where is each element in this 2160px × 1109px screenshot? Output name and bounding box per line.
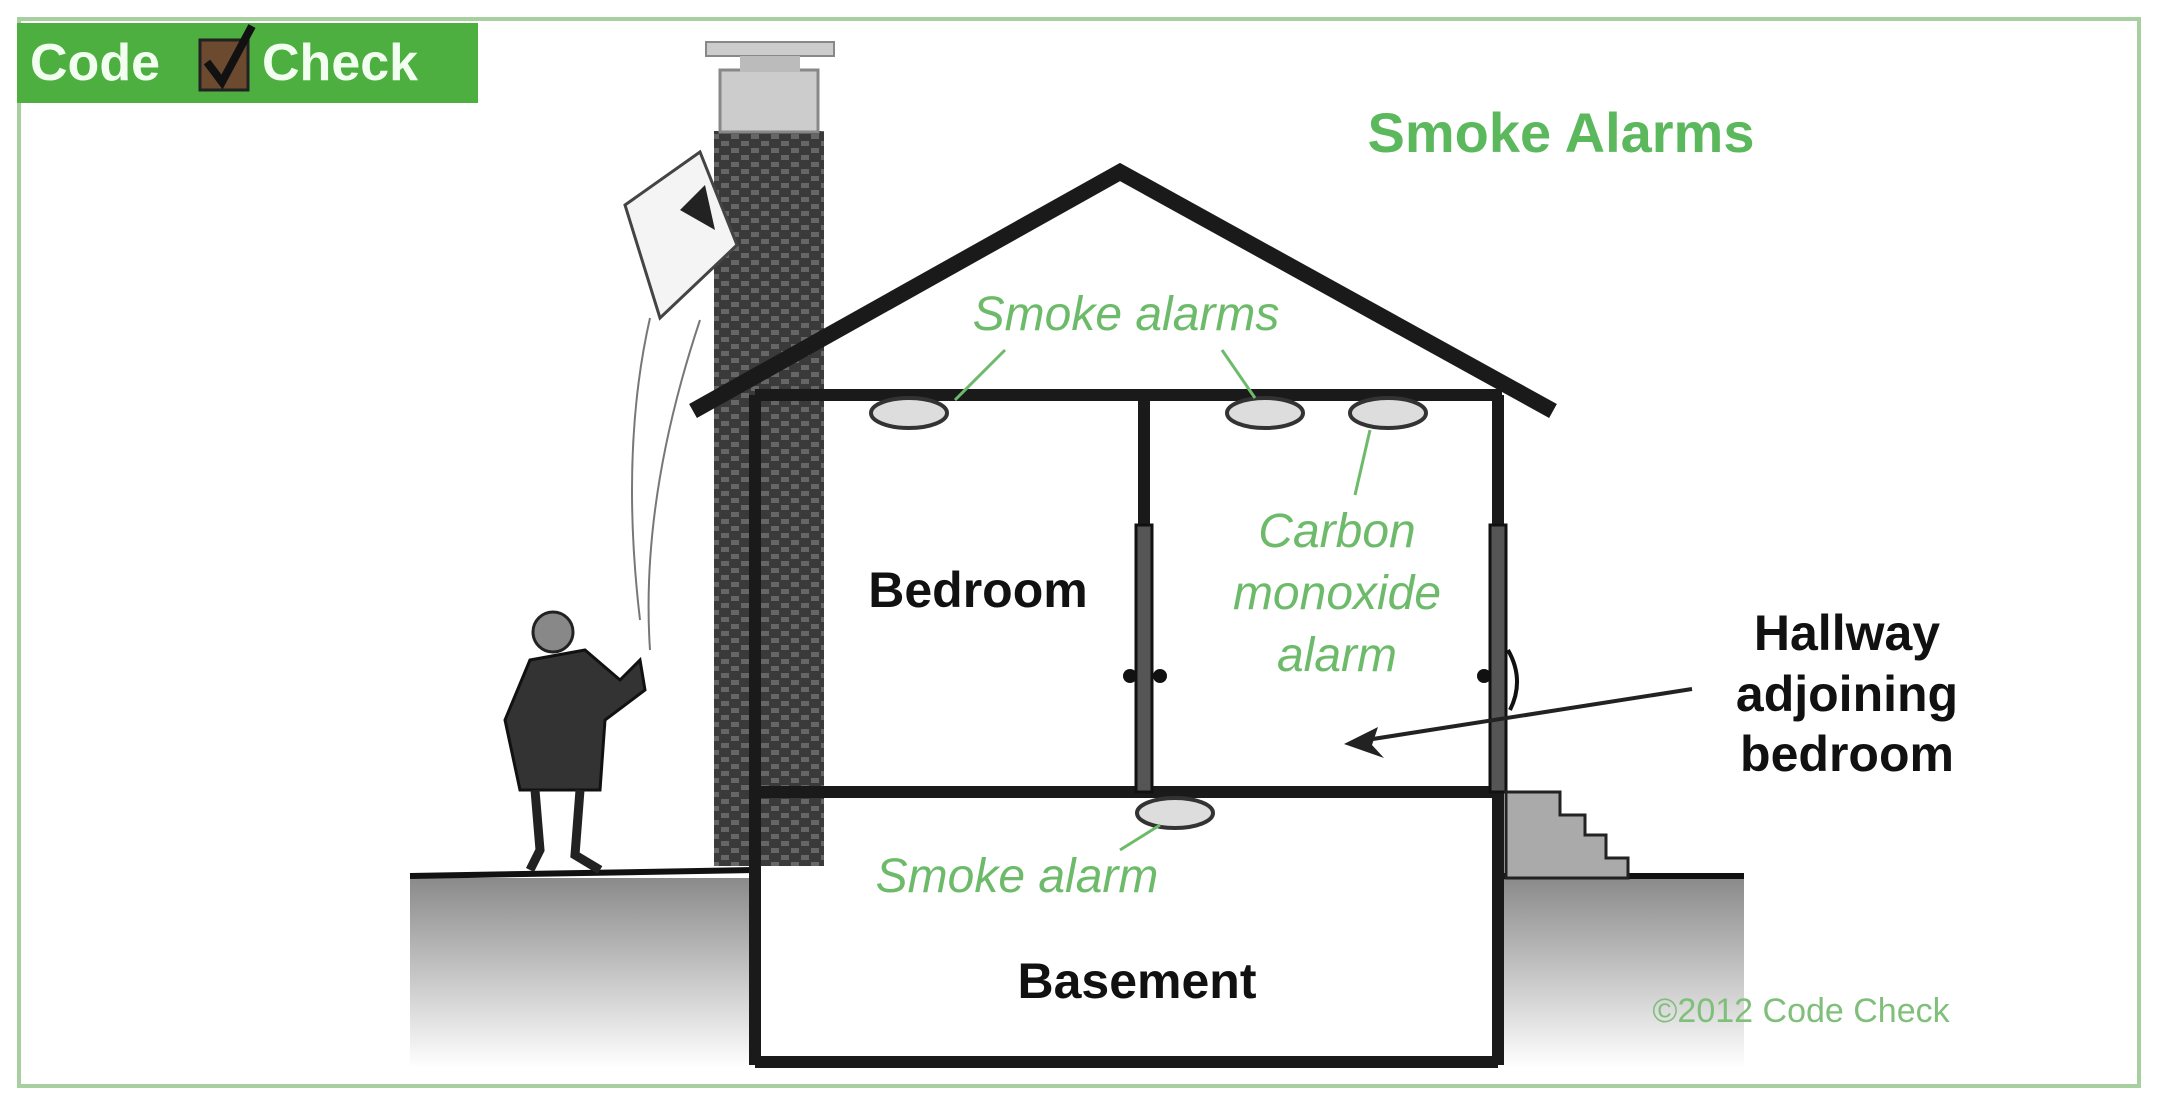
code-check-logo: Code Check [17, 23, 478, 103]
diagram-title: Smoke Alarms [1368, 101, 1755, 164]
smoke-alarm-icon [869, 396, 949, 430]
person-flying-kite [503, 610, 647, 874]
kite [623, 149, 739, 651]
ground [409, 867, 1744, 1068]
checkbox-icon [198, 24, 256, 92]
copyright: ©2012 Code Check [1652, 992, 1950, 1030]
arrow-icon [1344, 687, 1693, 758]
attic-smoke-alarms-label: Smoke alarms [973, 288, 1280, 341]
hall-door [1488, 523, 1508, 794]
co-alarm-label-line3: alarm [1277, 629, 1397, 682]
smoke-alarm-icon [1225, 396, 1305, 430]
co-alarm-label-line2: monoxide [1233, 567, 1441, 620]
hallway-label-line1: Hallway [1754, 605, 1940, 661]
logo-text-right: Check [262, 34, 418, 92]
frame-border [17, 17, 2141, 1088]
smoke-alarm-icon [1135, 796, 1215, 830]
hallway-label-line3: bedroom [1740, 726, 1954, 782]
bedroom-label: Bedroom [868, 562, 1087, 618]
house [689, 162, 1630, 1068]
leader-lines [953, 348, 1372, 852]
bedroom-door [1134, 523, 1154, 794]
co-alarm-icon [1348, 396, 1428, 430]
co-alarm-label-line1: Carbon [1258, 505, 1415, 558]
basement-label: Basement [1018, 953, 1257, 1009]
basement-smoke-alarm-label: Smoke alarm [876, 850, 1159, 903]
chimney [705, 41, 835, 866]
hallway-label-line2: adjoining [1736, 666, 1958, 722]
logo-text-left: Code [30, 34, 160, 92]
